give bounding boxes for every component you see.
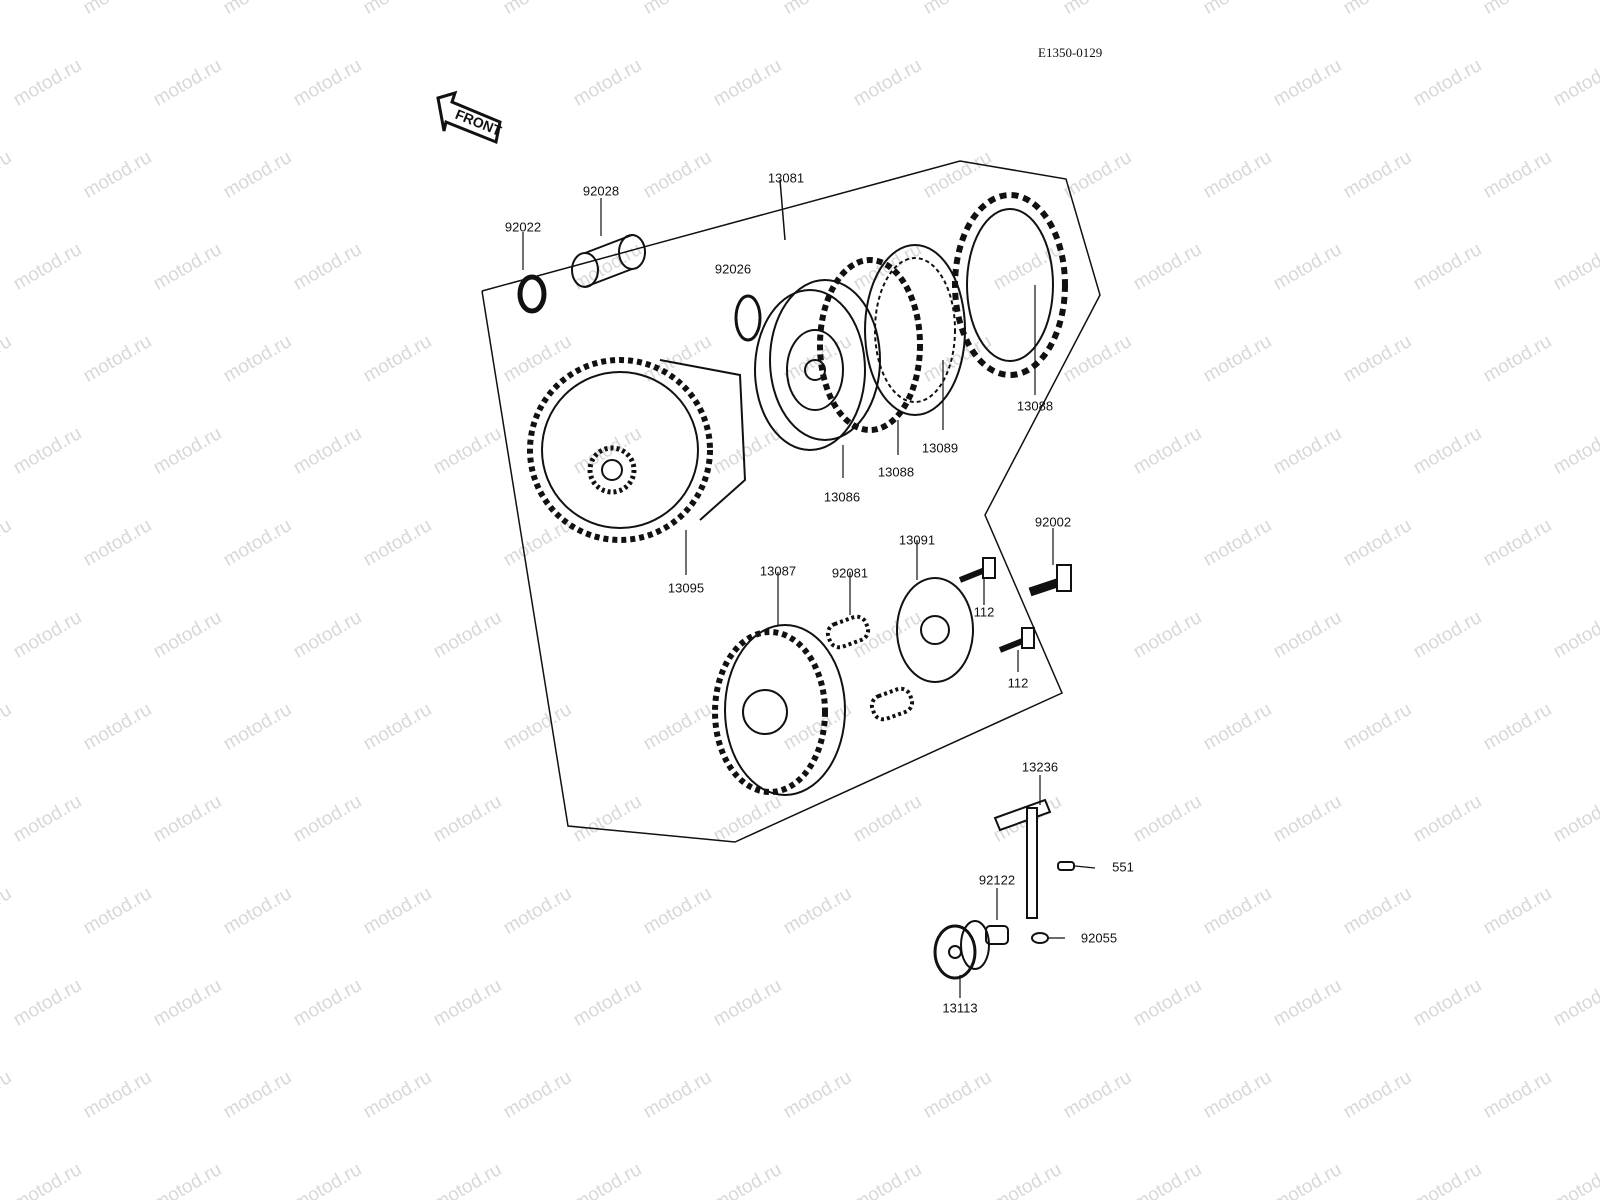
part-label: 13113 (942, 1000, 978, 1016)
o-ring-92055 (1031, 932, 1049, 944)
bolt-92002 (1028, 564, 1072, 597)
part-label: 92002 (1034, 514, 1072, 530)
front-arrow-icon: FRONT (436, 90, 504, 145)
part-label: 13086 (823, 489, 861, 505)
part-label: 13091 (898, 532, 936, 548)
bolt-112 (958, 557, 996, 583)
part-label: 13095 (667, 580, 705, 596)
part-label: 92022 (504, 219, 542, 235)
seal-13113 (933, 920, 990, 980)
part-label: 13236 (1021, 759, 1059, 775)
spring-92081 (825, 614, 871, 650)
hub-13086 (754, 279, 881, 451)
gear-13095 (527, 357, 747, 543)
pressure-plate-13091 (896, 577, 974, 683)
friction-plate-13088 (817, 257, 923, 433)
part-label: 112 (973, 604, 995, 620)
part-label: 92122 (978, 872, 1016, 888)
pin-551 (1057, 861, 1075, 871)
diagram-code: E1350-0129 (1038, 45, 1103, 60)
washer-92026 (734, 294, 762, 342)
part-label: 112 (1007, 675, 1029, 691)
part-label: 13088 (1016, 398, 1054, 414)
release-shaft-13236 (993, 798, 1052, 919)
part-label: 13081 (767, 170, 805, 186)
bushing-92122 (985, 925, 1009, 945)
clutch-hub-13087 (712, 624, 846, 796)
spring-92081-b (869, 686, 915, 722)
assembly-outline (481, 160, 1101, 843)
part-label: 92028 (582, 183, 620, 199)
part-label: 92081 (831, 565, 869, 581)
bolt-112-b (998, 627, 1035, 653)
sleeve-92028 (571, 234, 646, 288)
part-label: 551 (1112, 859, 1134, 875)
part-label: 92055 (1080, 930, 1118, 946)
part-label: 13087 (759, 563, 797, 579)
part-label: 92026 (714, 261, 752, 277)
friction-plate-13088-b (952, 192, 1068, 378)
washer-92022 (517, 274, 547, 314)
part-label: 13089 (921, 440, 959, 456)
part-label: 13088 (877, 464, 915, 480)
